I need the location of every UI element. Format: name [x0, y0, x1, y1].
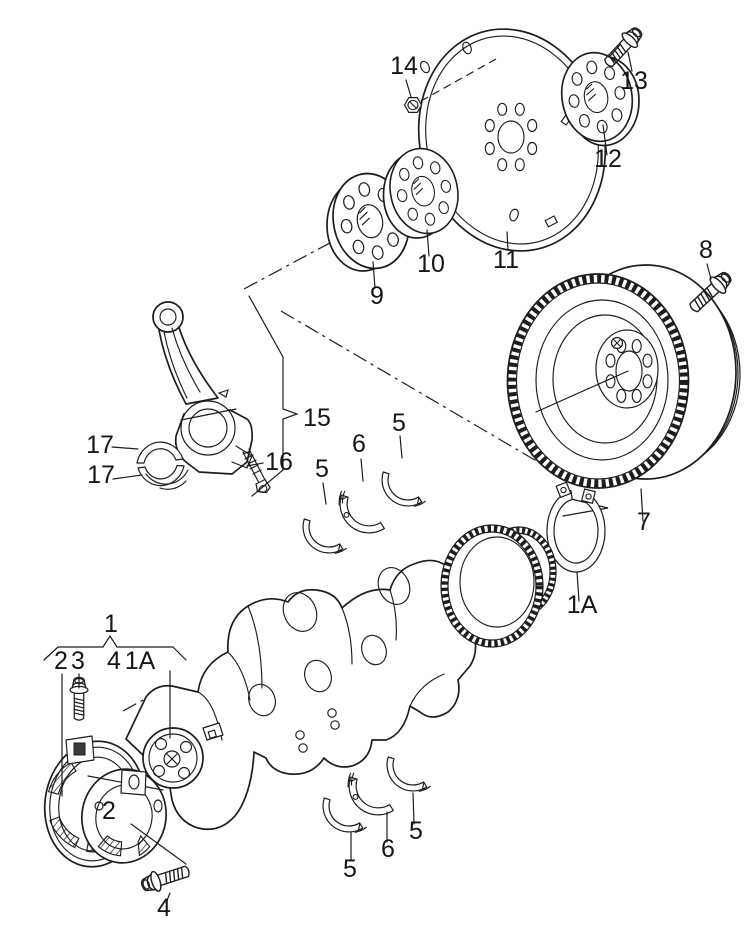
callout-15: 15 [303, 404, 331, 432]
axis-line-flywheel [280, 310, 546, 467]
nut14-axis [420, 58, 497, 102]
callout-4: 4 [107, 647, 121, 675]
callout-2-on-part: 2 [102, 797, 116, 825]
connecting-rod-group [136, 301, 271, 494]
crankshaft [125, 524, 557, 831]
bolt-4 [138, 860, 193, 897]
callout-3: 3 [71, 647, 85, 675]
bracket-15 [248, 295, 299, 497]
washer-12 [554, 46, 640, 148]
callout-6: 6 [381, 835, 395, 863]
callout-13: 13 [620, 67, 648, 95]
callout-1A: 1A [567, 591, 598, 619]
callout-9: 9 [370, 282, 384, 310]
flywheel-hub [595, 329, 659, 409]
connecting-rod [152, 301, 253, 475]
callout-8: 8 [699, 236, 713, 264]
leader-lines [43, 51, 712, 904]
callout-17: 17 [87, 461, 115, 489]
callout-6: 6 [352, 430, 366, 458]
callout-2: 2 [54, 647, 68, 675]
crank-gear-main [440, 524, 544, 648]
nut-14 [403, 97, 423, 113]
bearing-shell-5 [293, 516, 347, 565]
callout-5: 5 [409, 817, 423, 845]
callout-17: 17 [86, 431, 114, 459]
bearing-shell-5 [372, 469, 426, 518]
callout-14: 14 [390, 52, 418, 80]
assembly-arrow [562, 496, 609, 517]
flywheel-axis-leader [535, 370, 629, 413]
flywheel-group [506, 264, 741, 573]
crank-front-flange [142, 727, 204, 789]
bearing-shell-5 [377, 754, 431, 803]
crank-silhouette [125, 556, 484, 831]
alignment-hole-cross [610, 336, 624, 350]
callout-1A: 1A [125, 647, 156, 675]
bearing-shell-6 [327, 489, 388, 545]
callout-labels: 14 13 12 11 10 9 8 7 15 16 17 17 5 6 5 1… [54, 52, 713, 922]
sender-segment [49, 816, 80, 849]
callout-5: 5 [392, 409, 406, 437]
callout-4: 4 [157, 894, 171, 922]
washer-10 [381, 141, 467, 241]
drive-plate-group [323, 22, 648, 277]
callout-7: 7 [637, 508, 651, 536]
callout-12: 12 [594, 145, 622, 173]
seal-flange-group [43, 676, 193, 897]
flange-front-piece [80, 768, 168, 864]
callout-11: 11 [493, 246, 519, 274]
callout-5: 5 [315, 455, 329, 483]
bolt3-boss [65, 735, 95, 765]
crank-details [197, 567, 445, 753]
callout-16: 16 [265, 448, 293, 476]
upper-bearing-shells [293, 469, 426, 565]
callout-5: 5 [343, 855, 357, 883]
callout-1: 1 [104, 610, 118, 638]
callout-10: 10 [417, 250, 445, 278]
rod-bearing-shells-17 [136, 441, 189, 490]
circlip-1A [546, 481, 606, 573]
group-bracket-1 [43, 634, 187, 661]
